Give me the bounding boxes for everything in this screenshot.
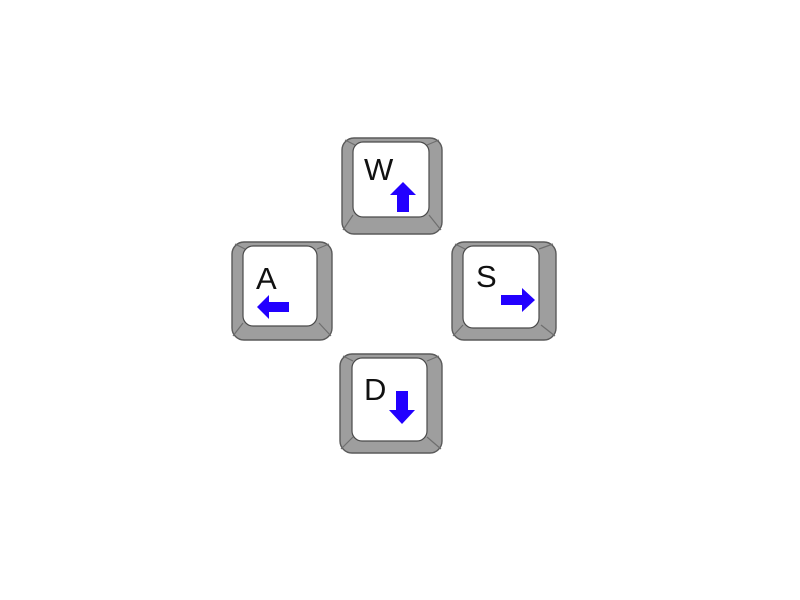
key-s: S <box>451 241 557 341</box>
key-w-label: W <box>364 152 394 187</box>
key-d: D <box>339 353 443 454</box>
arrow-left-icon <box>257 295 289 319</box>
arrow-up-icon <box>390 182 416 212</box>
keycap-d-shape <box>339 353 443 454</box>
arrow-down-icon <box>389 391 415 424</box>
key-a-label: A <box>256 261 277 296</box>
keycap-a-shape <box>231 241 333 341</box>
key-w: W <box>341 137 443 235</box>
keycap-s-shape <box>451 241 557 341</box>
arrow-right-icon <box>501 288 535 312</box>
keycap-w-shape <box>341 137 443 235</box>
key-s-label: S <box>476 259 497 294</box>
key-d-label: D <box>364 372 387 407</box>
key-a: A <box>231 241 333 341</box>
